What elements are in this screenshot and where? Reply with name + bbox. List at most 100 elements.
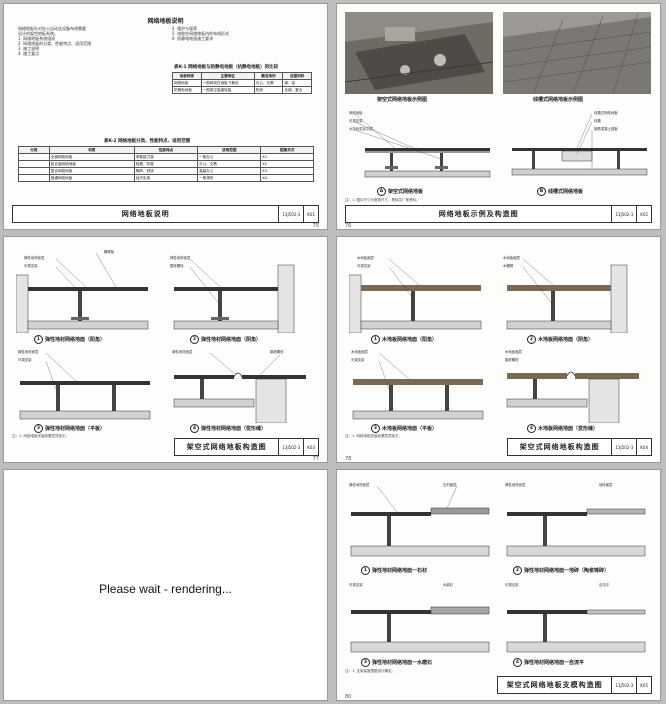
comparison-table: 地板种类 主要特征 敷设场所 选型材料 网络地板 一般网线在地板下敷设 办公、文…	[172, 72, 312, 94]
title-block-page: K03	[307, 444, 315, 450]
table-row: 网络地板 一般网线在地板下敷设 办公、文教 钢、铝	[172, 79, 312, 87]
page-title: 网络地板说明	[147, 18, 184, 25]
figure-number: 4	[513, 658, 522, 667]
table-row: 复合网络地板 隔声、舒适 高级办公 K3	[18, 167, 314, 175]
document-page-4: 木地板面层 可调支架 木地板面层 木踢脚 1 木地板网络地面（阳角） 2 木地板…	[337, 237, 660, 462]
section-drawing-b: 线槽式网络地板 线槽 钢筋混凝土楼板	[502, 104, 652, 184]
table-row: 全钢网络地板 承载能力强 一般办公 K1	[18, 153, 314, 161]
label: 弹性地材面层	[24, 256, 45, 260]
figure-caption: 2 木地板网络地面（阴角）	[527, 335, 593, 344]
figure-caption: 3 弹性地材网络地面（平板）	[34, 424, 105, 433]
table-cell: K1	[260, 153, 314, 161]
title-block-code: 13J502-3	[612, 206, 638, 222]
rendering-status: Please wait - rendering...	[99, 582, 232, 596]
table-header: 主要特征	[200, 72, 255, 80]
label: 弹性地材面层	[170, 256, 191, 260]
title-block-title: 架空式网络地板构造图	[508, 439, 613, 455]
figure-title: 线槽式网络地板	[548, 189, 584, 195]
label: 弹性地材面层	[18, 350, 39, 354]
figure-caption: 3 弹性地材网络地面一水磨石	[361, 658, 432, 667]
table-cell: 一般网线在地板下敷设	[200, 79, 255, 87]
table-header: 性能特点	[133, 146, 199, 154]
detail-drawing-2: 弹性地材面层 膨胀螺栓	[170, 245, 310, 333]
page-number: 76	[345, 223, 352, 229]
table-header: 适用范围	[197, 146, 262, 154]
label: 弹性地材面层	[505, 483, 526, 487]
title-block: 架空式网络地板支模构造图 13J502-3 K05	[497, 676, 652, 694]
table-cell: 防静电地板	[172, 86, 202, 94]
title-block-title: 网络地板示例及构造图	[346, 206, 613, 222]
label: 水磨石	[443, 583, 454, 587]
title-block-code: 13J502-3	[279, 439, 305, 455]
table-cell: 复合网络地板	[48, 167, 135, 175]
label: 可调支架	[18, 358, 32, 362]
table-cell: 一般场所	[197, 174, 262, 182]
detail-drawing-1: 木地板面层 可调支架	[349, 245, 489, 333]
title-block: 架空式网络地板构造图 13J502-3 K04	[507, 438, 652, 456]
page-number: 77	[312, 456, 319, 462]
table-header: 材质	[48, 146, 135, 154]
figure-number: 2	[190, 335, 199, 344]
table-caption-top: 表K-1 网络地板与防静电地板（抗静电地板）的比较	[174, 65, 279, 70]
page-number: 75	[312, 223, 319, 229]
table-cell: 全钢、复合	[282, 86, 312, 94]
title-block-page: K04	[640, 444, 648, 450]
table-header: 分类	[18, 146, 50, 154]
note: 注：1. 支架高度根据设计确定。	[345, 669, 395, 673]
detail-drawing-4: 可调支架 自流平	[503, 578, 649, 656]
label: 木踢脚	[503, 264, 514, 268]
label: 踢脚板	[104, 250, 115, 254]
label: 可调支架	[357, 264, 371, 268]
table-header: 图集页次	[260, 146, 314, 154]
label: 石材面层	[443, 483, 457, 487]
table-cell: 办公、文教	[197, 160, 262, 168]
table-cell: 承载能力强	[133, 153, 199, 161]
figure-number: 2	[513, 566, 522, 575]
label: 弹性地材面层	[172, 350, 193, 354]
figure-caption: 2 弹性地材网络地面（阴角）	[190, 335, 261, 344]
title-block-page: K05	[640, 682, 648, 688]
figure-caption: 1 弹性地材网络地面一石材	[361, 566, 427, 575]
figure-title: 木地板网络地面（平板）	[382, 426, 438, 432]
table-row: 防静电地板 一般架空高度较高 机房 全钢、复合	[172, 86, 312, 94]
title-block: 网络地板示例及构造图 13J502-3 K02	[345, 205, 652, 223]
table-cell: 办公、文教	[253, 79, 284, 87]
table-cell: 经济实用	[133, 174, 199, 182]
figure-caption: 4 木地板网络地面（变形缝）	[527, 424, 598, 433]
figure-number: B	[537, 187, 546, 196]
table-cell: 一般架空高度较高	[200, 86, 255, 94]
table-cell	[18, 174, 50, 182]
figure-title: 弹性地材网络地面（阴角）	[201, 337, 262, 343]
figure-title: 弹性地材网络地面一地砖（陶瓷锦砖）	[524, 568, 610, 574]
title-block-code: 13J502-3	[612, 677, 638, 693]
figure-caption-a: A 架空式网络地板	[377, 187, 423, 196]
figure-title: 弹性地材网络地面一自流平	[524, 660, 585, 666]
label: 膨胀螺栓	[270, 350, 284, 354]
table-header: 敷设场所	[253, 72, 284, 80]
table-cell	[18, 167, 50, 175]
table-cell: 网络地板	[172, 79, 202, 87]
table-header: 选型材料	[282, 72, 312, 80]
paragraph-right: 4 楼护与保养 5 电缆在网络地板内的布线形式 6 防静电地面施工要求	[172, 26, 230, 41]
detail-drawing-3: 木地板面层 可调支架	[349, 345, 489, 423]
label: 木地板面层	[503, 256, 520, 260]
figure-number: 1	[361, 566, 370, 575]
photo-caption-b: 线槽式网络地板示例图	[533, 97, 584, 103]
classification-table: 分类 材质 性能特点 适用范围 图集页次 全钢网络地板 承载能力强 一般办公 K…	[18, 146, 314, 182]
label: 线槽	[594, 119, 601, 123]
label: 膨胀螺栓	[505, 358, 519, 362]
figure-title: 弹性地材网络地面一水磨石	[372, 660, 433, 666]
figure-caption: 2 弹性地材网络地面一地砖（陶瓷锦砖）	[513, 566, 609, 575]
label: 膨胀螺栓	[170, 264, 184, 268]
label: 钢筋混凝土楼板	[594, 127, 618, 131]
figure-number: 1	[34, 335, 43, 344]
figure-number: 3	[371, 424, 380, 433]
figure-caption: 4 弹性地材网络地面（变形缝）	[190, 424, 266, 433]
title-block-title: 架空式网络地板构造图	[175, 439, 280, 455]
document-page-1: 网络地板说明 网络地板针对办公自动化设备布线需要 设计的架空地板系统。 1 网络…	[4, 4, 327, 229]
figure-title: 木地板网络地面（阳角）	[382, 337, 438, 343]
table-cell: 高级办公	[197, 167, 262, 175]
label: 可调支架	[349, 583, 363, 587]
table-row: 普通网络地板 经济实用 一般场所 K4	[18, 174, 314, 182]
label: 自流平	[599, 583, 610, 587]
